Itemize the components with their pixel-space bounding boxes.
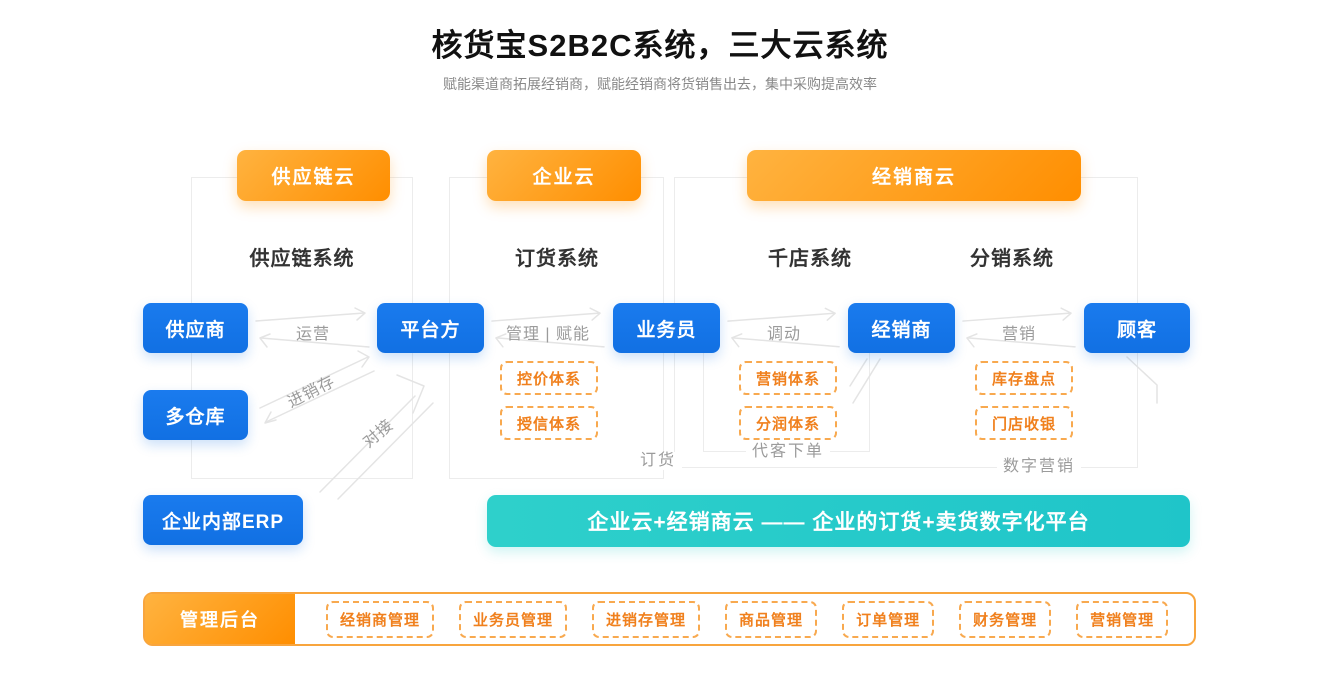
feature-credit: 授信体系	[500, 406, 598, 440]
connector-stroke-icon	[1126, 356, 1158, 404]
enterprise-cloud-badge: 企业云	[487, 150, 641, 201]
page-title: 核货宝S2B2C系统，三大云系统	[431, 28, 889, 63]
flow-label-manage-empower: 管理 | 赋能	[505, 326, 591, 343]
node-platform: 平台方	[377, 303, 484, 353]
arrow-both-icon	[255, 307, 370, 348]
platform-banner: 企业云+经销商云 —— 企业的订货+卖货数字化平台	[487, 495, 1190, 547]
feature-store-cashier: 门店收银	[975, 406, 1073, 440]
admin-items: 经销商管理 业务员管理 进销存管理 商品管理 订单管理 财务管理 营销管理	[326, 600, 1169, 638]
dealer-cloud-badge: 经销商云	[747, 150, 1081, 201]
node-customer: 顾客	[1084, 303, 1190, 353]
feature-price-control: 控价体系	[500, 361, 598, 395]
zone-label-digital-marketing: 数字营销	[997, 458, 1082, 476]
feature-inventory-check: 库存盘点	[975, 361, 1073, 395]
diagonal-arrow-both-icon	[259, 350, 375, 424]
node-warehouse: 多仓库	[143, 390, 248, 440]
page-subtitle: 赋能渠道商拓展经销商，赋能经销商将货销售出去，集中采购提高效率	[443, 76, 877, 92]
arrow-both-icon	[962, 307, 1076, 348]
section-title-ordering: 订货系统	[515, 248, 599, 270]
diagonal-arrow-up-icon	[319, 374, 434, 500]
flow-label-operation: 运营	[295, 326, 330, 343]
admin-item-product-management: 商品管理	[725, 600, 818, 638]
section-title-stores: 千店系统	[768, 248, 852, 270]
section-title-distribution: 分销系统	[970, 248, 1054, 270]
supply-cloud-badge: 供应链云	[237, 150, 390, 201]
admin-item-order-management: 订单管理	[842, 600, 935, 638]
flow-label-dispatch: 调动	[766, 326, 801, 343]
arrow-both-icon	[727, 307, 840, 348]
flow-label-marketing: 营销	[1001, 326, 1036, 343]
feature-marketing-system: 营销体系	[739, 361, 837, 395]
admin-item-salesman-management: 业务员管理	[459, 600, 568, 638]
admin-item-psi-management: 进销存管理	[592, 600, 701, 638]
admin-title-badge: 管理后台	[145, 594, 295, 644]
node-dealer: 经销商	[848, 303, 955, 353]
zone-label-order-for-customer: 代客下单	[746, 443, 831, 461]
section-title-supply: 供应链系统	[249, 248, 355, 270]
node-salesman: 业务员	[613, 303, 720, 353]
admin-item-finance-management: 财务管理	[959, 600, 1052, 638]
admin-item-marketing-management: 营销管理	[1076, 600, 1169, 638]
zone-label-ordering: 订货	[634, 452, 683, 470]
feature-profit-sharing: 分润体系	[739, 406, 837, 440]
admin-bar: 管理后台 经销商管理 业务员管理 进销存管理 商品管理 订单管理 财务管理 营销…	[143, 592, 1196, 646]
node-supplier: 供应商	[143, 303, 248, 353]
admin-item-dealer-management: 经销商管理	[326, 600, 435, 638]
node-erp: 企业内部ERP	[143, 495, 303, 545]
connector-stroke-icon	[849, 358, 881, 404]
arrow-both-icon	[491, 307, 605, 348]
